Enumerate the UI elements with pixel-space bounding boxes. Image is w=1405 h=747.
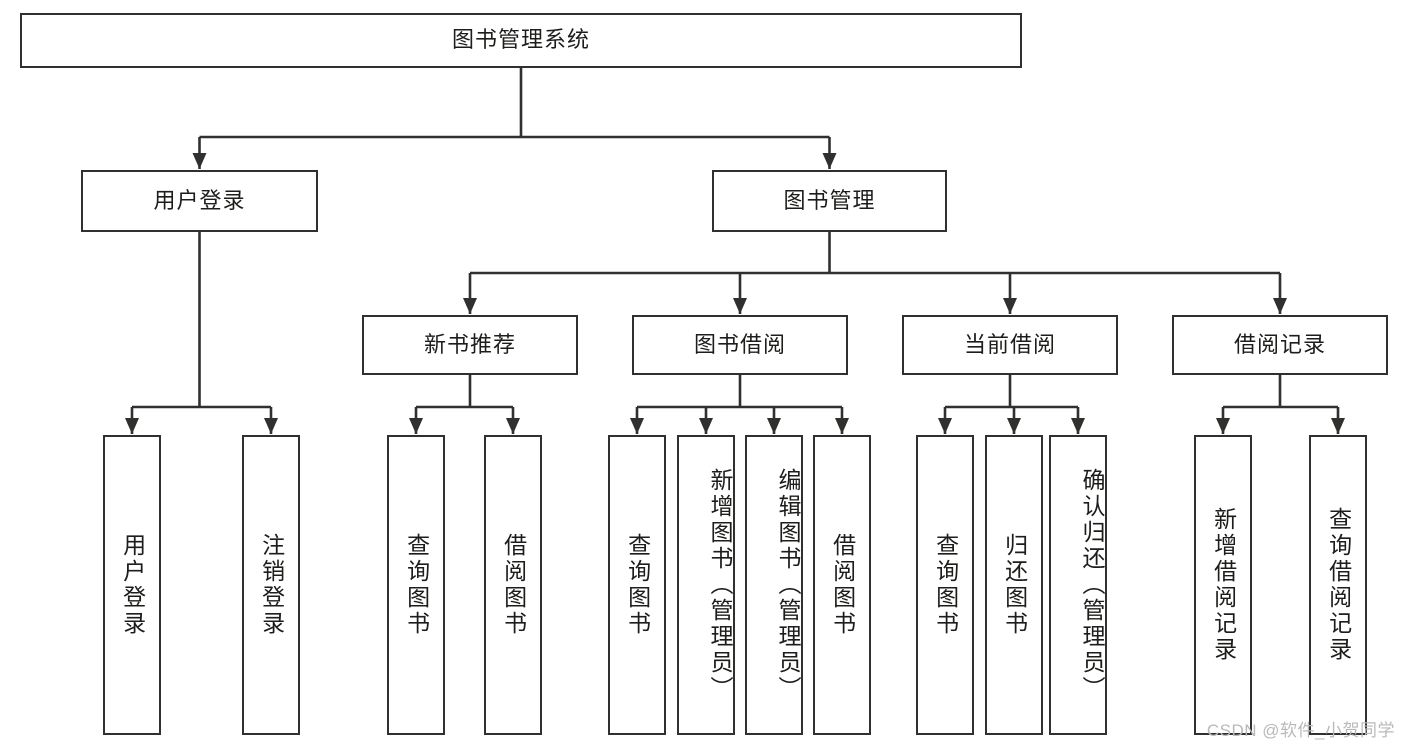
- arrow-head-icon: [264, 418, 278, 434]
- arrow-head-icon: [506, 418, 520, 434]
- node-leaf-logout-login[interactable]: 注销登录: [242, 435, 300, 735]
- node-label: 查询图书: [932, 533, 959, 637]
- node-book-borrow[interactable]: 图书借阅: [632, 315, 848, 375]
- arrow-head-icon: [1273, 298, 1287, 314]
- arrow-head-icon: [699, 418, 713, 434]
- node-label: 归还图书: [1001, 533, 1028, 637]
- arrow-head-icon: [835, 418, 849, 434]
- node-label: 编辑图书（管理员）: [775, 468, 801, 702]
- arrow-head-icon: [938, 418, 952, 434]
- arrow-head-icon: [767, 418, 781, 434]
- arrow-head-icon: [1216, 418, 1230, 434]
- node-leaf-rec-query-book[interactable]: 查询图书: [387, 435, 445, 735]
- node-label: 用户登录: [153, 187, 246, 213]
- node-borrow-record[interactable]: 借阅记录: [1172, 315, 1388, 375]
- node-label: 借阅图书: [500, 533, 527, 637]
- node-leaf-bb-borrow-book[interactable]: 借阅图书: [813, 435, 871, 735]
- arrow-head-icon: [630, 418, 644, 434]
- node-leaf-user-login[interactable]: 用户登录: [103, 435, 161, 735]
- node-leaf-br-add-record[interactable]: 新增借阅记录: [1194, 435, 1252, 735]
- arrow-head-icon: [192, 153, 207, 169]
- node-leaf-br-query-record[interactable]: 查询借阅记录: [1309, 435, 1367, 735]
- node-label: 借阅图书: [829, 533, 856, 637]
- node-leaf-bb-query-book[interactable]: 查询图书: [608, 435, 666, 735]
- node-label: 确认归还（管理员）: [1079, 468, 1105, 702]
- node-label: 用户登录: [119, 533, 146, 637]
- node-leaf-rec-borrow-book[interactable]: 借阅图书: [484, 435, 542, 735]
- arrow-head-icon: [822, 153, 837, 169]
- node-label: 图书管理系统: [451, 27, 590, 53]
- node-label: 新增图书（管理员）: [707, 468, 733, 702]
- arrow-head-icon: [125, 418, 139, 434]
- arrow-head-icon: [1331, 418, 1345, 434]
- node-label: 新增借阅记录: [1210, 507, 1237, 663]
- node-leaf-cb-return-book[interactable]: 归还图书: [985, 435, 1043, 735]
- node-label: 查询图书: [624, 533, 651, 637]
- node-leaf-bb-edit-book[interactable]: 编辑图书（管理员）: [745, 435, 803, 735]
- node-new-book-rec[interactable]: 新书推荐: [362, 315, 578, 375]
- node-label: 借阅记录: [1233, 331, 1326, 357]
- arrow-head-icon: [1003, 298, 1017, 314]
- node-label: 图书管理: [783, 187, 876, 213]
- node-root-system[interactable]: 图书管理系统: [20, 13, 1022, 68]
- arrow-head-icon: [409, 418, 423, 434]
- node-label: 查询图书: [403, 533, 430, 637]
- node-user-login[interactable]: 用户登录: [81, 170, 318, 232]
- node-label: 注销登录: [258, 533, 285, 637]
- arrow-head-icon: [463, 298, 477, 314]
- node-label: 查询借阅记录: [1325, 507, 1352, 663]
- arrow-head-icon: [1071, 418, 1085, 434]
- arrow-head-icon: [1007, 418, 1021, 434]
- node-label: 当前借阅: [963, 331, 1056, 357]
- node-book-manage[interactable]: 图书管理: [712, 170, 947, 232]
- node-leaf-bb-add-book[interactable]: 新增图书（管理员）: [677, 435, 735, 735]
- arrow-head-icon: [733, 298, 747, 314]
- node-label: 图书借阅: [693, 331, 786, 357]
- node-label: 新书推荐: [423, 331, 516, 357]
- node-current-borrow[interactable]: 当前借阅: [902, 315, 1118, 375]
- node-leaf-cb-confirm[interactable]: 确认归还（管理员）: [1049, 435, 1107, 735]
- node-leaf-cb-query-book[interactable]: 查询图书: [916, 435, 974, 735]
